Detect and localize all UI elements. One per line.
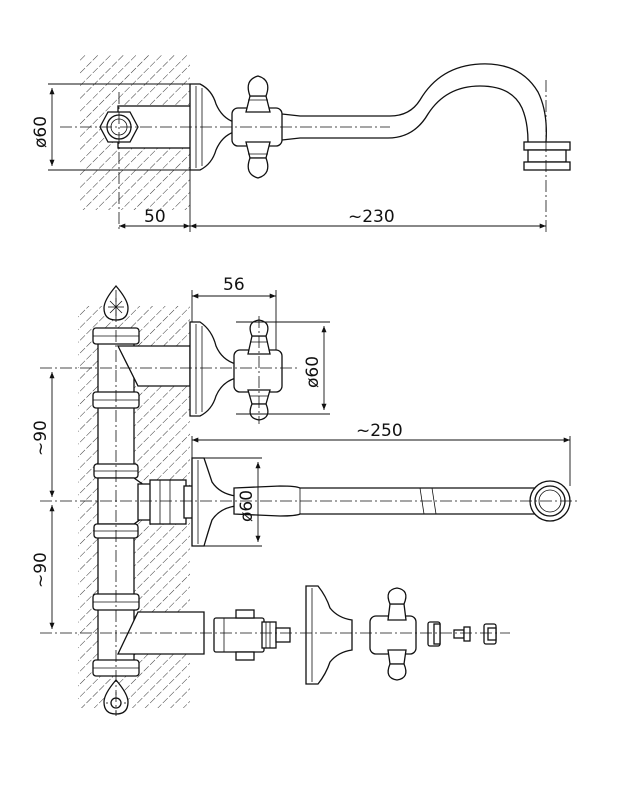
dim-top-wall-depth: 50 xyxy=(144,207,166,227)
spout-top xyxy=(281,63,571,171)
dim-top-diameter: ø60 xyxy=(31,116,51,148)
dim-front-escutcheon-width: 56 xyxy=(223,275,245,295)
valve-body-top xyxy=(231,75,283,179)
dim-top-spout-length: ~230 xyxy=(348,207,395,227)
top-view: ø60 50 ~230 xyxy=(31,55,571,232)
dim-front-spout-escutcheon-diameter: ø60 xyxy=(237,490,257,522)
dim-front-escutcheon-diameter: ø60 xyxy=(303,356,323,388)
dim-front-upper-spacing: ~90 xyxy=(31,420,51,456)
middle-tee xyxy=(93,463,197,539)
exploded-parts xyxy=(213,585,497,685)
upper-valve-front xyxy=(189,316,283,424)
front-view: 56 ø60 ~250 ø60 ~90 ~90 xyxy=(31,275,580,716)
dim-front-spout-length: ~250 xyxy=(356,421,403,441)
dim-front-lower-spacing: ~90 xyxy=(31,552,51,588)
